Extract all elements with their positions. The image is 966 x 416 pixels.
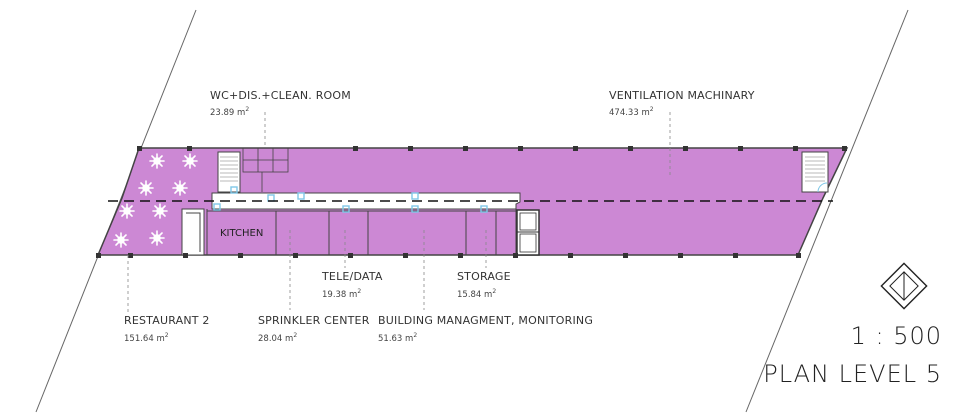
room-label-ventilation: VENTILATION MACHINARY	[609, 89, 755, 102]
room-label-wc: WC+DIS.+CLEAN. ROOM	[210, 89, 351, 102]
room-area-ventilation: 474.33 m2	[609, 106, 654, 118]
leader-lines	[127, 112, 671, 312]
wc-block	[242, 147, 289, 192]
stair-right	[801, 151, 829, 193]
room-area-tele: 19.38 m2	[322, 288, 362, 300]
elevator-core	[516, 209, 540, 256]
restaurant-tables	[113, 153, 198, 248]
room-label-tele: TELE/DATA	[322, 270, 383, 283]
site-boundary-right	[745, 9, 909, 413]
room-label-storage: STORAGE	[457, 270, 511, 283]
room-area-restaurant: 151.64 m2	[124, 332, 169, 344]
door-markers	[213, 186, 488, 213]
room-label-sprinkler: SPRINKLER CENTER	[258, 314, 370, 327]
room-area-wc: 23.89 m2	[210, 106, 250, 118]
room-label-building: BUILDING MANAGMENT, MONITORING	[378, 314, 594, 327]
service-rooms	[206, 204, 517, 255]
room-area-sprinkler: 28.04 m2	[258, 332, 298, 344]
kitchen-counter	[181, 208, 205, 256]
room-area-storage: 15.84 m2	[457, 288, 497, 300]
room-label-kitchen: KITCHEN	[220, 228, 264, 239]
scale-label: 1 : 500	[850, 322, 942, 350]
columns	[96, 146, 847, 258]
plan-title: PLAN LEVEL 5	[763, 360, 942, 388]
north-arrow-icon	[880, 262, 928, 310]
stair-left	[217, 151, 241, 193]
room-area-building: 51.63 m2	[378, 332, 418, 344]
room-label-restaurant: RESTAURANT 2	[124, 314, 210, 327]
